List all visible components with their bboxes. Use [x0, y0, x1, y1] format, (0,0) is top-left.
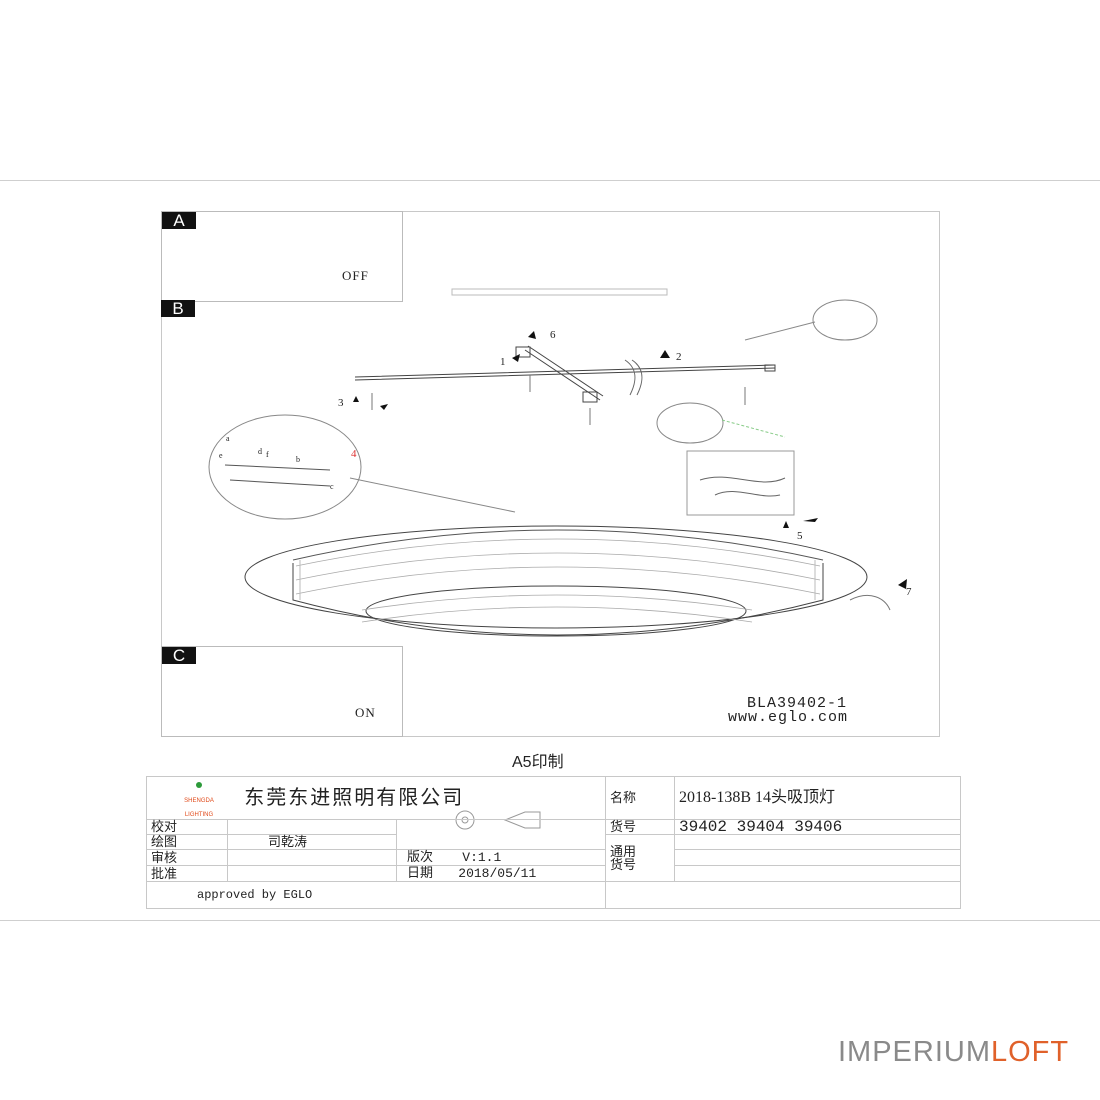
print-size-label: A5印制: [512, 754, 564, 771]
on-label: ON: [355, 705, 376, 720]
drawing-frame: [161, 211, 940, 737]
logo-line1: SHENGDA: [184, 798, 214, 804]
detail-letter-c: c: [330, 482, 334, 491]
date-value: 2018/05/11: [458, 866, 537, 881]
row-label-drawing: 绘图: [146, 834, 228, 850]
model-code: BLA39402-1: [747, 695, 848, 712]
common-value: [674, 834, 961, 850]
name-label: 名称: [605, 776, 675, 820]
step-7: 7: [906, 586, 912, 598]
name-value: 2018-138B 14头吸顶灯: [674, 776, 961, 820]
detail-letter-a: a: [226, 434, 230, 443]
detail-letter-d: d: [258, 447, 262, 456]
panel-c-tag: C: [162, 647, 196, 664]
detail-letter-f: f: [266, 450, 269, 459]
symbol-cell: [396, 819, 606, 850]
company-logo-icon: [196, 782, 202, 788]
common-value-2: [674, 849, 961, 866]
website: www.eglo.com: [728, 709, 849, 726]
company-name: 东莞东进照明有限公司: [244, 787, 465, 809]
watermark-part2: LOFT: [991, 1036, 1070, 1068]
date-label: 日期: [407, 865, 434, 880]
off-label: OFF: [342, 268, 369, 283]
step-6: 6: [550, 329, 556, 341]
common-value-3: [674, 865, 961, 882]
imperiumloft-watermark: IMPERIUMLOFT: [838, 1036, 1069, 1069]
logo-line2: LIGHTING: [184, 812, 214, 818]
row-label-review: 审核: [146, 849, 228, 866]
company-cell: SHENGDA LIGHTING 东莞东进照明有限公司: [146, 776, 606, 820]
version-label: 版次: [407, 849, 434, 864]
detail-letter-b: b: [296, 455, 300, 464]
panel-a: A OFF: [161, 211, 403, 302]
version-cell: 版次 V:1.1: [396, 849, 606, 866]
watermark-part1: IMPERIUM: [838, 1036, 991, 1068]
panel-a-tag: A: [162, 212, 196, 229]
step-4: 4: [351, 448, 357, 460]
panel-b-tag: B: [161, 300, 195, 317]
panel-c: C ON: [161, 646, 403, 737]
date-cell: 日期 2018/05/11: [396, 865, 606, 882]
row-label-approve: 批准: [146, 865, 228, 882]
item-label: 货号: [605, 819, 675, 835]
row-label-proof: 校对: [146, 819, 228, 835]
row-value-review: [227, 849, 397, 866]
step-2: 2: [676, 351, 682, 363]
drawing-sheet: [0, 180, 1100, 921]
common-label-2: 货号: [610, 857, 637, 872]
title-block: SHENGDA LIGHTING 东莞东进照明有限公司 名称 2018-138B…: [146, 776, 961, 909]
step-1: 1: [500, 356, 506, 368]
detail-letter-e: e: [219, 451, 223, 460]
common-label-cell: 通用 货号: [605, 834, 675, 882]
step-3: 3: [338, 397, 344, 409]
item-value: 39402 39404 39406: [674, 819, 961, 835]
approved-by: approved by EGLO: [146, 881, 606, 909]
row-value-proof: [227, 819, 397, 835]
step-5: 5: [797, 530, 803, 542]
version-value: V:1.1: [462, 850, 502, 865]
row-value-drawing: 司乾涛: [227, 834, 397, 850]
row-value-approve: [227, 865, 397, 882]
common-label-1: 通用: [610, 844, 637, 859]
blank-cell: [605, 881, 961, 909]
